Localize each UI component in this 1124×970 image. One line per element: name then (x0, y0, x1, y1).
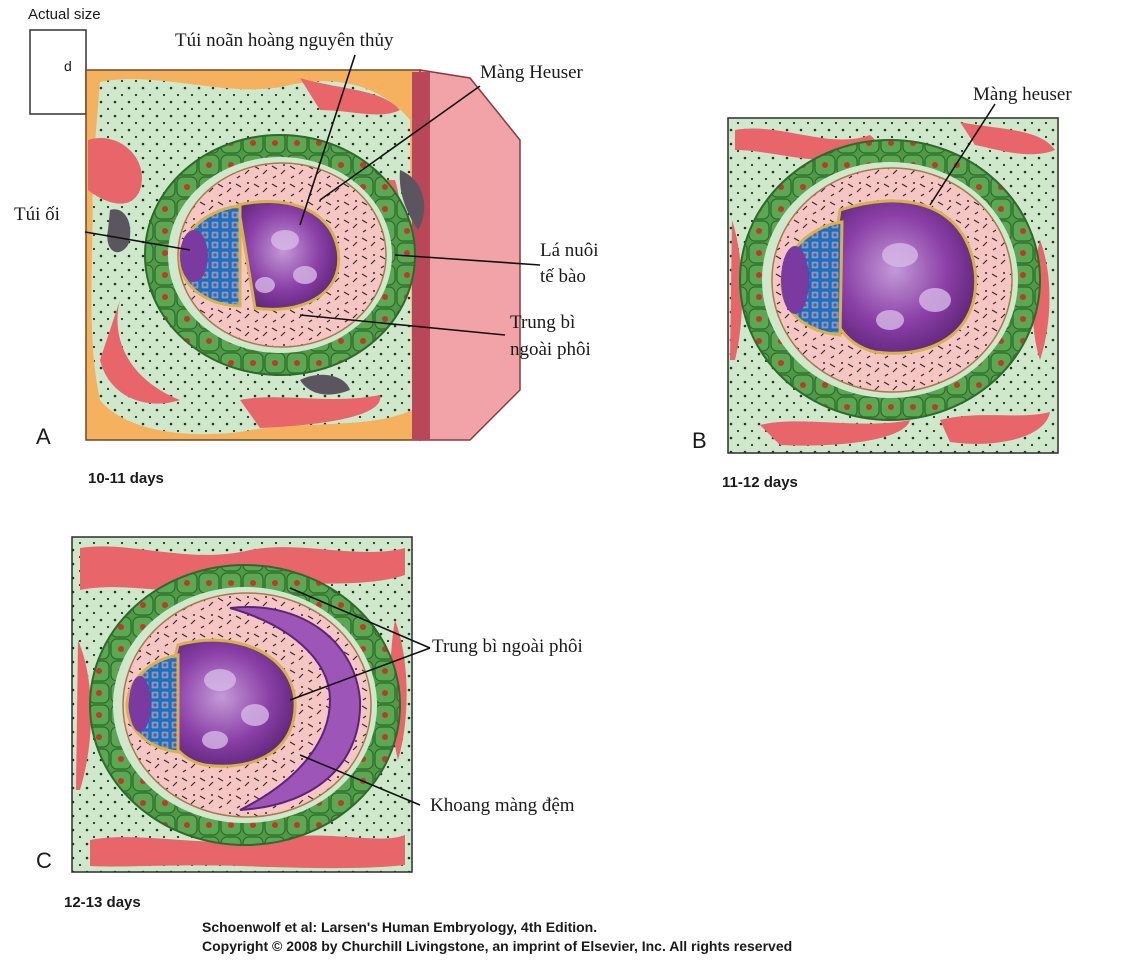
panel-b-diagram (727, 117, 1059, 454)
label-amniotic-sac: Túi ối (14, 204, 60, 225)
panel-c-letter: C (36, 848, 52, 873)
actual-size-box (29, 29, 87, 115)
label-heuser-membrane-b: Màng heuser (973, 84, 1072, 105)
label-extraembryonic-mesoderm-c: Trung bì ngoài phôi (432, 636, 583, 657)
panel-b-days: 11-12 days (722, 474, 798, 491)
label-trophoblast-line2: tế bào (540, 266, 586, 287)
label-heuser-membrane-a: Màng Heuser (480, 62, 583, 83)
panel-a-letter: A (36, 424, 51, 449)
actual-size-label: Actual size (28, 6, 101, 23)
label-extraembryonic-mesoderm-line1: Trung bì (510, 312, 576, 333)
label-trophoblast-line1: Lá nuôi (540, 240, 599, 261)
panel-c-days: 12-13 days (64, 894, 141, 911)
leader-lines (84, 54, 996, 806)
label-primitive-yolk-sac: Túi noãn hoàng nguyên thủy (175, 30, 394, 51)
label-chorionic-cavity: Khoang màng đệm (430, 795, 575, 816)
panel-a-days: 10-11 days (88, 470, 164, 487)
actual-size-mark: d (64, 58, 72, 74)
panel-c-diagram (71, 536, 413, 873)
credit-line-1: Schoenwolf et al: Larsen's Human Embryol… (202, 919, 598, 935)
credit-line-2: Copyright © 2008 by Churchill Livingston… (202, 938, 793, 954)
panel-a-diagram (85, 69, 521, 441)
label-extraembryonic-mesoderm-line2: ngoài phôi (510, 339, 591, 360)
panel-b-letter: B (692, 428, 707, 453)
